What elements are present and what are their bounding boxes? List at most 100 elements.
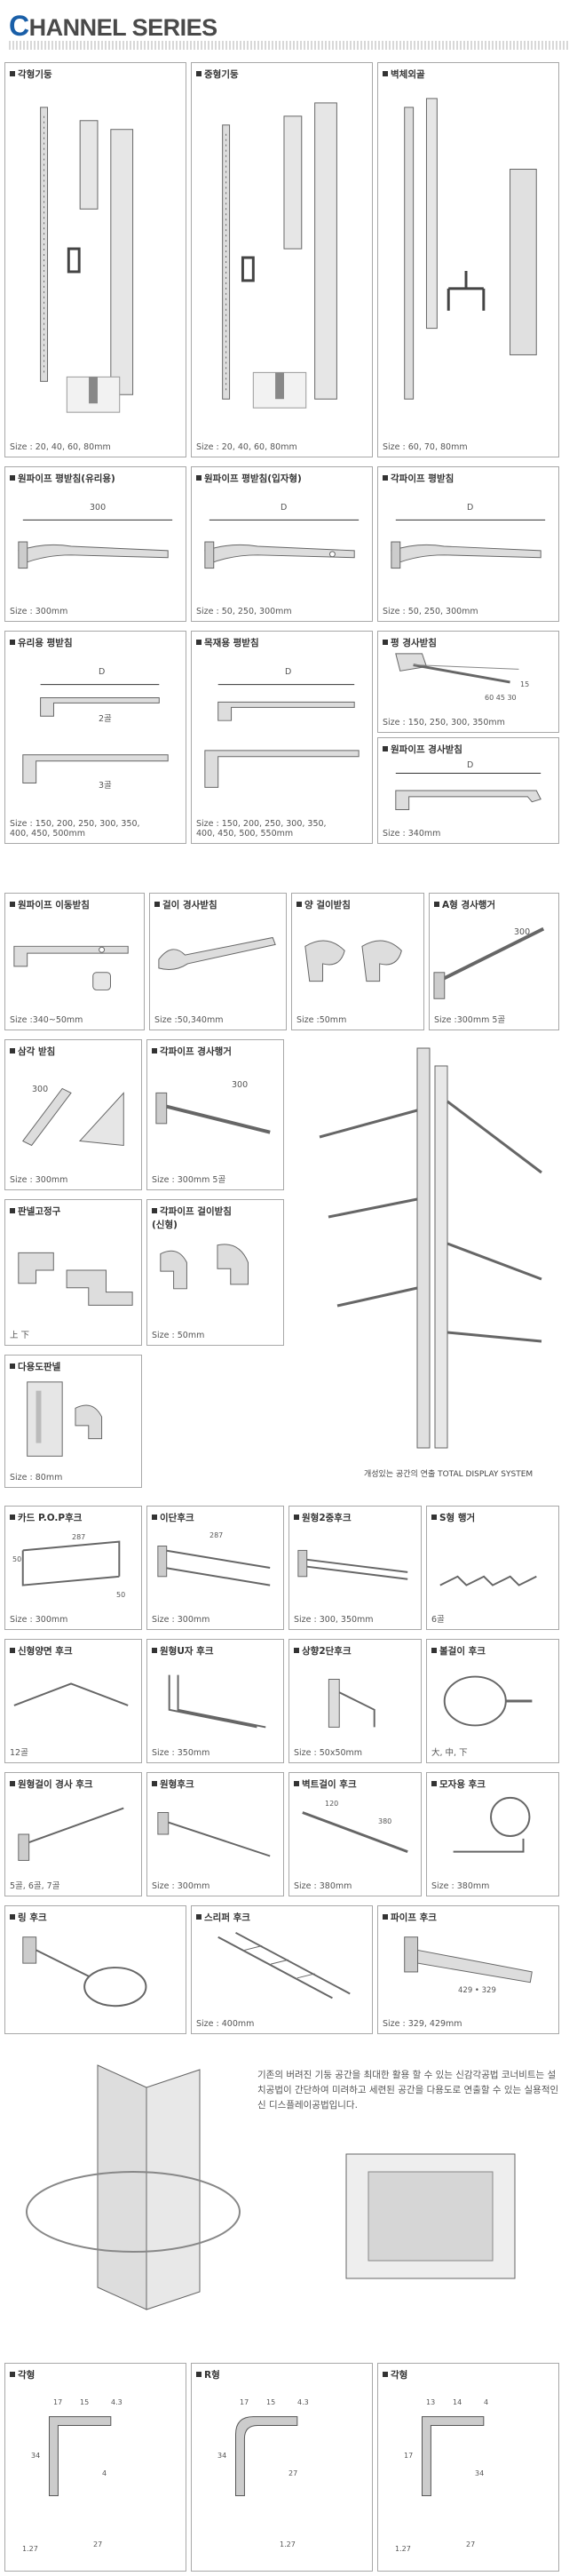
dimension-label: D bbox=[467, 760, 474, 770]
product-title: 각형 bbox=[383, 2368, 407, 2381]
bracket-illustration bbox=[192, 485, 372, 603]
bracket-illustration bbox=[292, 911, 423, 1012]
product-size: Size :50mm bbox=[296, 1015, 347, 1025]
product-title: 원파이프 평받침(입자형) bbox=[196, 472, 302, 485]
hook-illustration bbox=[289, 1524, 421, 1611]
product-size: Size : 150, 250, 300, 350mm bbox=[383, 718, 505, 727]
product-title: 각파이프 걸이받침 (신형) bbox=[152, 1206, 232, 1230]
product-title: 신형양면 후크 bbox=[10, 1644, 73, 1658]
product-title: R형 bbox=[196, 2368, 220, 2381]
hook-illustration bbox=[289, 1791, 421, 1878]
dimension-label: 50 bbox=[116, 1591, 126, 1599]
product-size: 5골, 6골, 7골 bbox=[10, 1881, 60, 1891]
product-title: 유리용 평받침 bbox=[10, 636, 73, 649]
profile-dimension-label: 1.27 bbox=[22, 2545, 38, 2553]
dimension-label: D bbox=[281, 503, 288, 513]
product-size: Size : 329, 429mm bbox=[383, 2019, 462, 2029]
page-title: CHANNEL SERIES bbox=[9, 10, 217, 42]
product-title: 볼걸이 후크 bbox=[431, 1644, 486, 1658]
product-title: 다용도판넬 bbox=[10, 1360, 60, 1373]
product-title: 각형 bbox=[10, 2368, 35, 2381]
profile-dimension-label: 27 bbox=[288, 2469, 298, 2477]
product-size: 6골 bbox=[431, 1615, 445, 1625]
product-title: S형 행거 bbox=[431, 1511, 475, 1524]
dimension-label: 300 bbox=[32, 1085, 49, 1094]
product-card-round-hook: 원형후크 Size : 300mm bbox=[146, 1772, 284, 1896]
product-size: Size : 340mm bbox=[383, 829, 441, 839]
bracket-illustration bbox=[5, 485, 186, 603]
product-title: 원형2중후크 bbox=[294, 1511, 352, 1524]
dimension-label: D bbox=[467, 503, 474, 513]
product-card-square-pipe-hanging-new: 각파이프 걸이받침 (신형) Size : 50mm bbox=[146, 1199, 284, 1346]
hook-illustration bbox=[5, 1791, 141, 1878]
column-illustration bbox=[5, 81, 186, 439]
product-size: Size : 300mm bbox=[152, 1615, 210, 1625]
product-size: Size : 400mm bbox=[196, 2019, 255, 2029]
profile-dimension-label: 4.3 bbox=[111, 2398, 123, 2406]
product-size: Size : 300mm bbox=[10, 607, 68, 616]
product-title: 각파이프 경사행거 bbox=[152, 1045, 232, 1058]
hook-illustration bbox=[147, 1524, 283, 1611]
product-size: Size : 60, 70, 80mm bbox=[383, 442, 468, 452]
product-size: Size : 380mm bbox=[294, 1881, 352, 1891]
hook-illustration bbox=[378, 1924, 558, 2015]
bracket-illustration bbox=[378, 485, 558, 603]
profile-dimension-label: 27 bbox=[93, 2540, 103, 2548]
hook-illustration bbox=[427, 1791, 558, 1878]
product-card-ring-hook: 링 후크 bbox=[4, 1905, 186, 2034]
bracket-illustration bbox=[147, 1232, 283, 1327]
hook-illustration bbox=[5, 1658, 141, 1745]
bracket-illustration bbox=[5, 649, 186, 825]
product-size: Size : 350mm bbox=[152, 1748, 210, 1758]
product-card-profile-square-1: 각형 bbox=[4, 2363, 186, 2572]
hanger-illustration bbox=[427, 1524, 558, 1611]
total-display-illustration bbox=[293, 1039, 559, 1457]
product-title: 벽체외골 bbox=[383, 68, 425, 81]
product-title: 판넬고정구 bbox=[10, 1205, 60, 1218]
product-size: Size : 300mm bbox=[10, 1615, 68, 1625]
product-title: 걸이 경사받침 bbox=[154, 898, 217, 911]
product-title: 스리퍼 후크 bbox=[196, 1911, 250, 1924]
corner-column-illustration bbox=[13, 2056, 249, 2314]
bracket-illustration bbox=[378, 649, 558, 714]
profile-dimension-label: 17 bbox=[53, 2398, 63, 2406]
hook-illustration bbox=[192, 1924, 372, 2015]
product-title: 중형기둥 bbox=[196, 68, 239, 81]
product-size: Size : 50x50mm bbox=[294, 1748, 363, 1758]
product-title: A형 경사행거 bbox=[434, 898, 495, 911]
panel-illustration bbox=[5, 1373, 141, 1469]
dimension-label: 380 bbox=[378, 1817, 392, 1825]
product-title: 원파이프 이동받침 bbox=[10, 898, 90, 911]
product-size: 上 下 bbox=[10, 1331, 30, 1340]
product-title: 각형기둥 bbox=[10, 68, 52, 81]
product-card-square-pipe-flat: 각파이프 평받침 D Size : 50, 250, 300mm bbox=[377, 466, 559, 622]
product-card-hat-hook: 모자용 후크 Size : 380mm bbox=[426, 1772, 559, 1896]
product-size: Size : 80mm bbox=[10, 1473, 63, 1483]
profile-dimension-label: 15 bbox=[266, 2398, 276, 2406]
product-card-wall-channel: 벽체외골 Size : 60, 70, 80mm bbox=[377, 62, 559, 457]
product-size: 大, 中, 下 bbox=[431, 1748, 468, 1758]
product-size: Size : 300mm 5골 bbox=[152, 1175, 226, 1185]
bracket-illustration bbox=[378, 756, 558, 825]
profile-dimension-label: 1.27 bbox=[280, 2540, 296, 2548]
profile-illustration bbox=[192, 2381, 372, 2553]
column-illustration bbox=[192, 81, 372, 439]
product-title: 카드 P.O.P후크 bbox=[10, 1511, 82, 1524]
profile-dimension-label: 14 bbox=[453, 2398, 462, 2406]
hook-illustration bbox=[5, 1524, 141, 1611]
product-card-multipurpose-panel: 다용도판넬 Size : 80mm bbox=[4, 1355, 142, 1488]
product-size: Size : 50, 250, 300mm bbox=[383, 607, 478, 616]
product-card-round-pipe-particle: 원파이프 평받침(입자형) D Size : 50, 250, 300mm bbox=[191, 466, 373, 622]
product-size: Size : 300mm bbox=[152, 1881, 210, 1891]
dimension-label: 15 bbox=[520, 680, 530, 688]
product-size: Size : 300, 350mm bbox=[294, 1615, 374, 1625]
dimension-label: 300 bbox=[90, 503, 107, 513]
hook-illustration bbox=[5, 1924, 186, 2015]
product-card-flat-incline: 평 경사받침 60 45 30 15 Size : 150, 250, 300,… bbox=[377, 631, 559, 733]
corner-top-view bbox=[328, 2141, 533, 2292]
profile-illustration bbox=[378, 2381, 558, 2553]
product-card-double-sided-hook: 신형양면 후크 12골 bbox=[4, 1639, 142, 1763]
product-card-round-u-hook: 원형U자 후크 Size : 350mm bbox=[146, 1639, 284, 1763]
channel-illustration bbox=[378, 81, 558, 439]
product-size: Size : 20, 40, 60, 80mm bbox=[196, 442, 297, 452]
